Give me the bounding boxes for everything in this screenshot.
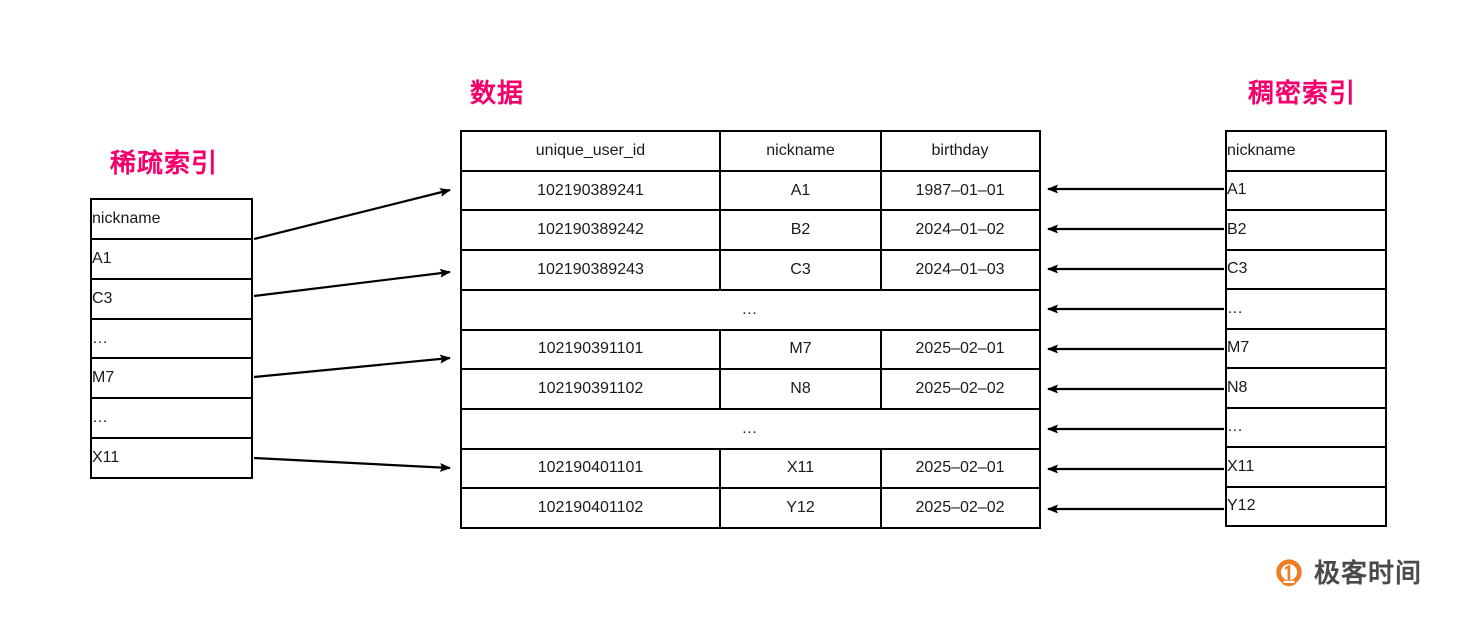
data-cell-birthday: 2025–02–01	[915, 459, 1005, 477]
sparse-header-nickname: nickname	[92, 209, 161, 227]
data-cell-nickname: M7	[721, 330, 882, 369]
data-cell-id: 102190401102	[462, 489, 721, 528]
table-header-row: nickname	[1227, 132, 1385, 172]
table-row: N8	[1227, 369, 1385, 409]
table-row: 102190389241 A1 1987–01–01	[462, 171, 1039, 212]
data-cell-birthday: 2024–01–02	[915, 221, 1005, 239]
dense-cell-4: M7	[1227, 339, 1250, 357]
data-cell-nickname: Y12	[721, 489, 882, 528]
data-cell-birthday: 2025–02–01	[915, 340, 1005, 358]
sparse-index-title: 稀疏索引	[110, 148, 219, 178]
table-row: M7	[1227, 330, 1385, 369]
data-cell-id: 102190389243	[462, 251, 721, 289]
dense-index-title: 稠密索引	[1248, 78, 1357, 108]
dense-cell-5: N8	[1227, 378, 1248, 396]
table-row: …	[1227, 409, 1385, 448]
data-cell-nickname: B2	[721, 211, 882, 250]
dense-header-nickname: nickname	[1227, 141, 1296, 159]
dense-cell-2: C3	[1227, 260, 1248, 278]
data-cell-id: 102190389242	[462, 211, 721, 250]
table-row: X11	[1227, 448, 1385, 488]
data-header-nickname: nickname	[721, 132, 882, 170]
table-row: 102190401101 X11 2025–02–01	[462, 449, 1039, 490]
data-header-birthday: birthday	[931, 141, 989, 159]
dense-cell-3: …	[1227, 299, 1245, 317]
data-title: 数据	[470, 78, 525, 108]
dense-cell-8: Y12	[1227, 497, 1256, 515]
table-row: 102190391101 M7 2025–02–01	[462, 330, 1039, 371]
table-row: A1	[92, 240, 251, 280]
table-row: C3	[1227, 251, 1385, 290]
table-header-row: nickname	[92, 200, 251, 240]
table-row-ellipsis: …	[462, 410, 1039, 450]
table-row: …	[92, 399, 251, 440]
data-cell-nickname: X11	[721, 449, 882, 488]
data-cell-ellipsis: …	[741, 300, 760, 318]
data-cell-id: 102190391102	[462, 370, 721, 408]
table-row: 102190389242 B2 2024–01–02	[462, 211, 1039, 252]
sparse-cell-0: A1	[92, 249, 112, 267]
dense-index-table: nickname A1 B2 C3 … M7 N8 … X11 Y12	[1225, 130, 1387, 527]
arrow-sparse-a1-to-row1	[253, 188, 451, 241]
dense-cell-6: …	[1227, 418, 1245, 436]
dense-to-data-arrows	[1047, 184, 1224, 514]
geekbang-logo-icon	[1276, 559, 1302, 587]
sparse-cell-1: C3	[92, 289, 113, 307]
data-cell-id: 102190389241	[462, 171, 721, 210]
data-cell-birthday: 1987–01–01	[915, 181, 1005, 199]
sparse-cell-5: X11	[92, 449, 120, 467]
arrow-sparse-m7-to-row5	[253, 354, 451, 379]
dense-cell-0: A1	[1227, 181, 1247, 199]
table-row: X11	[92, 439, 251, 477]
dense-cell-1: B2	[1227, 220, 1247, 238]
table-row: Y12	[1227, 488, 1385, 526]
table-header-row: unique_user_id nickname birthday	[462, 132, 1039, 172]
data-cell-birthday: 2025–02–02	[915, 380, 1005, 398]
table-row: 102190389243 C3 2024–01–03	[462, 251, 1039, 291]
table-row: 102190401102 Y12 2025–02–02	[462, 489, 1039, 528]
table-row: B2	[1227, 211, 1385, 251]
data-cell-nickname: N8	[721, 370, 882, 408]
table-row-ellipsis: …	[462, 291, 1039, 331]
dense-cell-7: X11	[1227, 457, 1255, 475]
sparse-to-data-arrows	[253, 188, 451, 472]
data-cell-birthday: 2025–02–02	[915, 499, 1005, 517]
data-cell-ellipsis: …	[741, 419, 760, 437]
table-row: A1	[1227, 172, 1385, 211]
table-row: 102190391102 N8 2025–02–02	[462, 370, 1039, 410]
sparse-index-table: nickname A1 C3 … M7 … X11	[90, 198, 253, 479]
table-row: …	[92, 320, 251, 360]
logo-text: 极客时间	[1314, 558, 1423, 588]
arrow-sparse-x11-to-row8	[253, 456, 451, 472]
data-cell-nickname: C3	[721, 251, 882, 289]
arrow-sparse-c3-to-row3	[253, 268, 451, 298]
data-cell-id: 102190401101	[462, 449, 721, 488]
table-row: M7	[92, 359, 251, 400]
brand-logo: 极客时间	[1272, 556, 1422, 590]
data-table: unique_user_id nickname birthday 1021903…	[460, 130, 1041, 529]
data-cell-nickname: A1	[721, 171, 882, 210]
data-cell-birthday: 2024–01–03	[915, 260, 1005, 278]
sparse-cell-3: M7	[92, 369, 115, 387]
table-row: C3	[92, 280, 251, 320]
data-header-unique-user-id: unique_user_id	[462, 132, 721, 170]
table-row: …	[1227, 290, 1385, 330]
data-cell-id: 102190391101	[462, 330, 721, 369]
sparse-cell-4: …	[92, 409, 110, 427]
sparse-cell-2: …	[92, 329, 110, 347]
